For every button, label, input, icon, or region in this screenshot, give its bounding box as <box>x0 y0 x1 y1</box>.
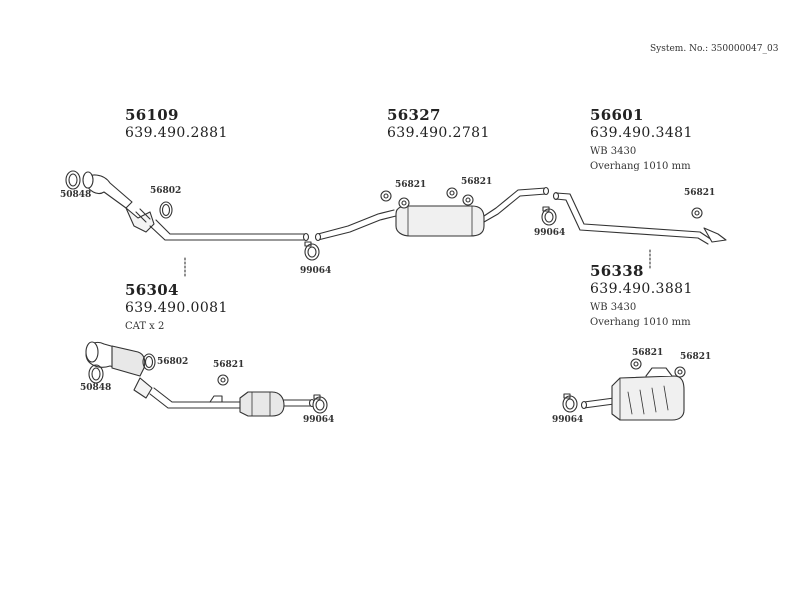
oe-number: 639.490.2781 <box>387 125 490 141</box>
label-clamp-d: 99064 <box>552 415 584 425</box>
middle-silencer-56327-drawing <box>314 186 550 242</box>
label-clamp-a: 99064 <box>300 266 332 276</box>
note-wheelbase: WB 3430 <box>590 146 637 157</box>
rubber-mount-56821-h <box>674 366 686 378</box>
gasket-50848-bottom <box>88 364 104 384</box>
label-rubber-e: 56821 <box>632 348 664 358</box>
gasket-50848-top <box>65 170 81 190</box>
rubber-mount-56821-e <box>691 207 703 219</box>
rear-silencer-56338-drawing <box>580 367 685 421</box>
rubber-mount-56821-d <box>462 194 474 206</box>
clamp-99064-c <box>312 394 328 414</box>
rubber-mount-56821-b <box>398 197 410 209</box>
rear-pipe-56601-drawing <box>552 191 727 271</box>
part-number: 56304 <box>125 281 179 299</box>
label-rubber-d: 56821 <box>213 360 245 370</box>
oe-number: 639.490.2881 <box>125 125 228 141</box>
part-number: 56109 <box>125 106 179 124</box>
part-group-56327: 56327 639.490.2781 <box>387 106 490 142</box>
note-wheelbase: WB 3430 <box>590 302 637 313</box>
label-ring-top: 56802 <box>150 186 182 196</box>
system-number: System. No.: 350000047_03 <box>650 44 779 54</box>
rubber-mount-56821-c <box>446 187 458 199</box>
label-rubber-c: 56821 <box>684 188 716 198</box>
clamp-99064-b <box>541 206 557 226</box>
ring-56802-top <box>159 201 173 219</box>
part-number: 56338 <box>590 262 644 280</box>
oe-number: 639.490.3881 <box>590 281 693 297</box>
label-rubber-f: 56821 <box>680 352 712 362</box>
rubber-mount-56821-f <box>217 374 229 386</box>
part-group-56304: 56304 639.490.0081 CAT x 2 <box>125 281 228 334</box>
ring-56802-bottom <box>142 353 156 371</box>
clamp-99064-a <box>304 241 320 261</box>
note-cat: CAT x 2 <box>125 321 165 332</box>
front-pipe-56109-drawing <box>82 171 310 279</box>
part-group-56601: 56601 639.490.3481 WB 3430 Overhang 1010… <box>590 106 693 174</box>
oe-number: 639.490.0081 <box>125 300 228 316</box>
part-group-56338: 56338 639.490.3881 WB 3430 Overhang 1010… <box>590 262 693 330</box>
part-group-56109: 56109 639.490.2881 <box>125 106 228 142</box>
label-gasket-top: 50848 <box>60 190 92 200</box>
rubber-mount-56821-a <box>380 190 392 202</box>
label-clamp-c: 99064 <box>303 415 335 425</box>
catalyst-pipe-56304-drawing <box>85 341 316 417</box>
note-overhang: Overhang 1010 mm <box>590 161 691 172</box>
part-number: 56327 <box>387 106 441 124</box>
oe-number: 639.490.3481 <box>590 125 693 141</box>
note-overhang: Overhang 1010 mm <box>590 317 691 328</box>
label-rubber-a: 56821 <box>395 180 427 190</box>
rubber-mount-56821-g <box>630 358 642 370</box>
label-gasket-bottom: 50848 <box>80 383 112 393</box>
label-clamp-b: 99064 <box>534 228 566 238</box>
label-ring-bottom: 56802 <box>157 357 189 367</box>
part-number: 56601 <box>590 106 644 124</box>
label-rubber-b: 56821 <box>461 177 493 187</box>
clamp-99064-d <box>562 393 578 413</box>
